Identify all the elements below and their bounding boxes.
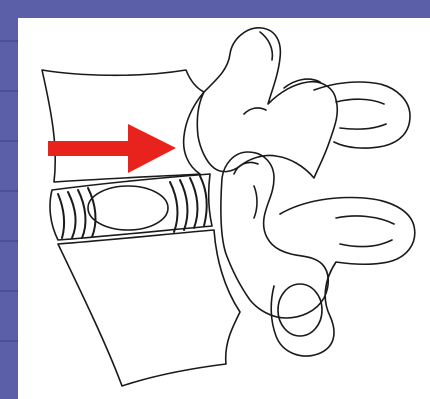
top-border-band — [0, 0, 430, 18]
pointing-arrow — [48, 124, 176, 173]
left-border-strip — [0, 0, 18, 399]
illustration-canvas — [18, 18, 430, 399]
transverse-process-upper — [314, 82, 410, 148]
vertebral-body-upper — [42, 70, 204, 182]
spinous-process-lower — [271, 198, 415, 356]
vertebrae-illustration — [18, 18, 430, 399]
spinous-process-upper — [197, 28, 337, 178]
vertebral-body-lower — [58, 230, 240, 386]
